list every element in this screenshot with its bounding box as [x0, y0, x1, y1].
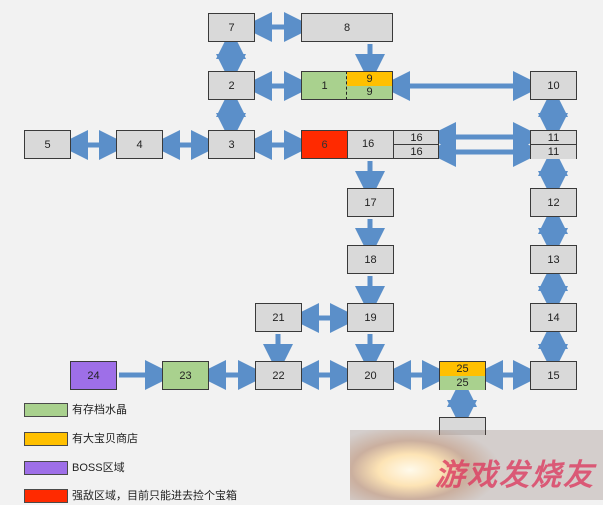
legend-swatch	[24, 432, 68, 446]
room-5[interactable]: 5	[24, 130, 71, 159]
room-label: 20	[364, 369, 377, 382]
room-label: 13	[547, 253, 560, 266]
room-21[interactable]: 21	[255, 303, 302, 332]
room-9-shop: 9	[347, 72, 392, 86]
room-label: 2	[228, 79, 235, 92]
room-12[interactable]: 12	[530, 188, 577, 217]
legend-swatch	[24, 461, 68, 475]
room-label: 25	[456, 363, 469, 375]
room-16[interactable]: 16 16 16	[347, 130, 439, 159]
room-label: 25	[456, 377, 469, 389]
room-17[interactable]: 17	[347, 188, 394, 217]
room-label: 16	[362, 138, 375, 150]
room-25-shop: 25	[440, 362, 485, 376]
room-11-lower: 11	[531, 145, 576, 159]
room-label: 16	[410, 131, 423, 144]
room-label: 8	[343, 21, 351, 34]
room-label: 16	[410, 146, 423, 158]
room-6[interactable]: 6	[301, 130, 348, 159]
room-9-save: 9	[347, 85, 392, 99]
room-label: 11	[547, 131, 560, 144]
room-label: 12	[547, 196, 560, 209]
room-16-upper: 16	[393, 131, 439, 145]
legend-swatch	[24, 403, 68, 417]
room-22[interactable]: 22	[255, 361, 302, 390]
room-25[interactable]: 25 25	[439, 361, 486, 390]
legend-label: 强敌区域，目前只能进去捡个宝箱	[72, 490, 237, 502]
watermark-logo: 游戏发烧友	[435, 458, 595, 493]
room-3[interactable]: 3	[208, 130, 255, 159]
room-label: 3	[228, 138, 235, 151]
legend-label: 有存档水晶	[72, 404, 127, 416]
room-7[interactable]: 7	[208, 13, 255, 42]
room-label: 9	[366, 72, 373, 85]
legend-label: BOSS区域	[72, 462, 125, 474]
room-20[interactable]: 20	[347, 361, 394, 390]
room-24[interactable]: 24	[70, 361, 117, 390]
legend-label: 有大宝贝商店	[72, 433, 138, 445]
room-label: 23	[179, 369, 192, 382]
room-11[interactable]: 11 11	[530, 130, 577, 159]
room-label: 7	[228, 21, 235, 34]
room-10[interactable]: 10	[530, 71, 577, 100]
room-13[interactable]: 13	[530, 245, 577, 274]
room-label: 5	[44, 138, 51, 151]
room-label: 21	[272, 311, 285, 324]
room-1[interactable]: 1	[301, 71, 347, 100]
room-label: 15	[547, 369, 560, 382]
room-8[interactable]: 8	[301, 13, 393, 42]
room-label: 14	[547, 311, 560, 324]
room-25-save: 25	[440, 376, 485, 390]
room-19[interactable]: 19	[347, 303, 394, 332]
room-15[interactable]: 15	[530, 361, 577, 390]
room-9[interactable]: 9 9	[346, 71, 393, 100]
room-label: 6	[321, 138, 328, 151]
room-4[interactable]: 4	[116, 130, 163, 159]
room-2[interactable]: 2	[208, 71, 255, 100]
room-label: 11	[547, 146, 560, 158]
room-label: 18	[364, 253, 377, 266]
room-label: 19	[364, 311, 377, 324]
room-label: 17	[364, 196, 377, 209]
room-23[interactable]: 23	[162, 361, 209, 390]
room-11-upper: 11	[531, 131, 576, 145]
room-label: 4	[136, 138, 143, 151]
room-label: 1	[321, 79, 328, 92]
room-label: 24	[87, 369, 100, 382]
room-14[interactable]: 14	[530, 303, 577, 332]
room-label: 9	[366, 86, 373, 99]
room-18[interactable]: 18	[347, 245, 394, 274]
room-label: 10	[547, 79, 560, 92]
light-glare	[350, 430, 603, 500]
room-label: 22	[272, 369, 285, 382]
room-16-lower: 16	[393, 145, 439, 159]
legend-swatch	[24, 489, 68, 503]
